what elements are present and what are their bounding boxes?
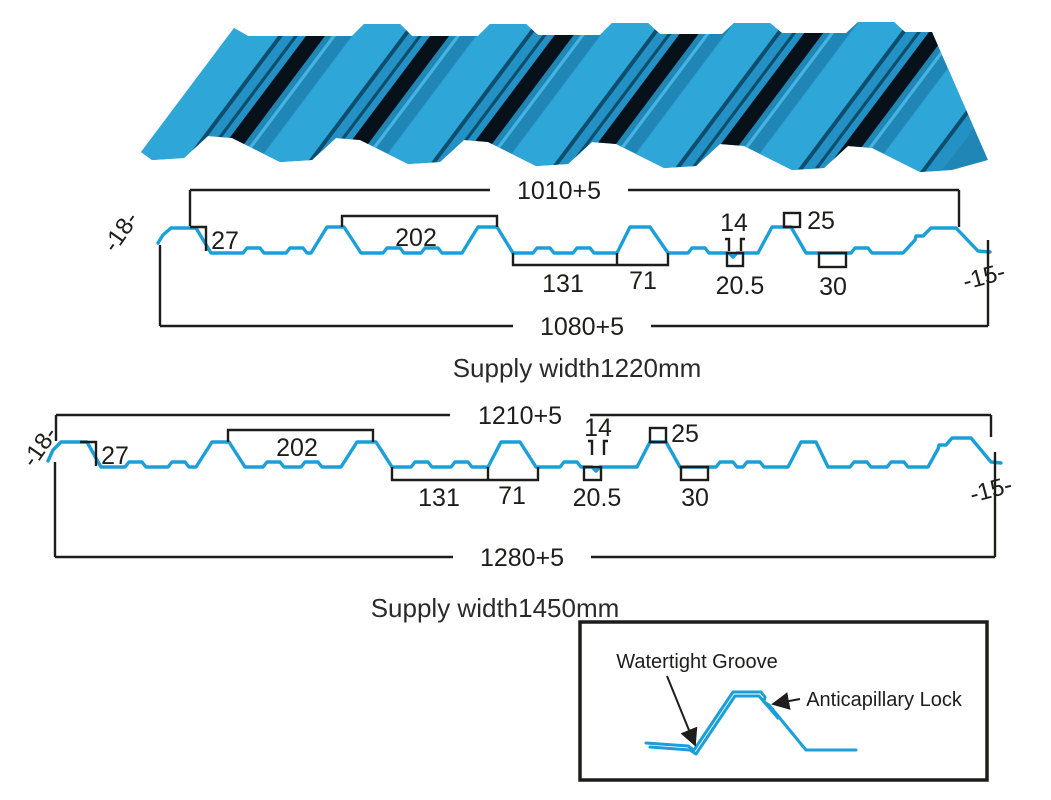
detail-top-sheet-line [644, 690, 858, 752]
p1-groove2-label: 30 [819, 273, 847, 301]
p2-bottom-dimension-line [53, 452, 997, 559]
p2-flat-rib-dim-bracket [390, 467, 540, 482]
p1-flat-rib-dim-bracket [511, 253, 670, 267]
detail-groove-label: Watertight Groove [616, 651, 778, 673]
detail-box: Watertight Groove Anticapillary Lock [578, 620, 989, 782]
p2-rib-label: 71 [498, 482, 526, 510]
p1-rib-label: 71 [629, 267, 657, 295]
p1-groove-top-label: 14 [720, 209, 748, 237]
p1-bottom-dimension-line [158, 240, 990, 328]
p2-groove-depth-label: 20.5 [573, 484, 622, 512]
p2-groove2-dim-box [679, 465, 710, 482]
p2-pan-dim-bracket [226, 428, 375, 442]
p2-groove-top-dim-ticks [588, 439, 608, 455]
p1-lock-label: 25 [807, 207, 835, 235]
p2-lock-dim-box [648, 426, 668, 444]
p2-right-edge-label: -15- [967, 471, 1015, 508]
p1-top-width-label: 1010+5 [517, 177, 601, 205]
p1-step-label: 27 [211, 227, 239, 255]
p1-groove-depth-box [725, 251, 745, 268]
p2-groove2-label: 30 [681, 484, 709, 512]
p2-top-dimension-line [54, 413, 993, 441]
p2-lock-label: 25 [671, 420, 699, 448]
p1-pan-dim-bracket [340, 214, 499, 227]
p1-bottom-width-label: 1080+5 [540, 313, 624, 341]
p2-step-dim-line [80, 440, 98, 466]
detail-groove-arrow [666, 675, 698, 747]
p1-right-edge-label: -15- [960, 258, 1008, 295]
profile-1-section-line [156, 225, 992, 259]
p2-flat-label: 131 [418, 484, 460, 512]
p1-left-edge-label: -18- [98, 207, 145, 257]
p1-groove2-dim-box [817, 251, 848, 269]
detail-under-sheet-line [648, 694, 780, 756]
p1-top-dimension-line [188, 188, 961, 227]
profile-2-diagram: 1210+5 27 202 131 71 14 20.5 25 30 1280+… [17, 402, 1015, 623]
profile-1-diagram: 1010+5 27 202 131 71 14 20.5 25 30 1080+… [98, 177, 1008, 383]
detail-lock-arrow [771, 692, 801, 710]
p2-step-label: 27 [101, 442, 129, 470]
p2-bottom-width-label: 1280+5 [480, 544, 564, 572]
p1-step-dim-line [190, 225, 208, 251]
p2-pan-label: 202 [276, 434, 318, 462]
detail-lock-label: Anticapillary Lock [806, 689, 963, 711]
p2-top-width-label: 1210+5 [478, 402, 562, 430]
p1-lock-dim-box [782, 211, 802, 229]
p2-groove-top-label: 14 [584, 414, 612, 442]
p1-pan-label: 202 [395, 224, 437, 252]
p2-groove-depth-box [582, 465, 603, 482]
p1-caption: Supply width1220mm [453, 353, 702, 383]
sheet-3d-render [141, 22, 988, 172]
p2-caption: Supply width1450mm [371, 593, 620, 623]
p1-groove-depth-label: 20.5 [716, 272, 765, 300]
profile-2-section-line [46, 436, 1003, 473]
p1-groove-top-dim-ticks [725, 237, 745, 251]
p1-flat-label: 131 [542, 270, 584, 298]
